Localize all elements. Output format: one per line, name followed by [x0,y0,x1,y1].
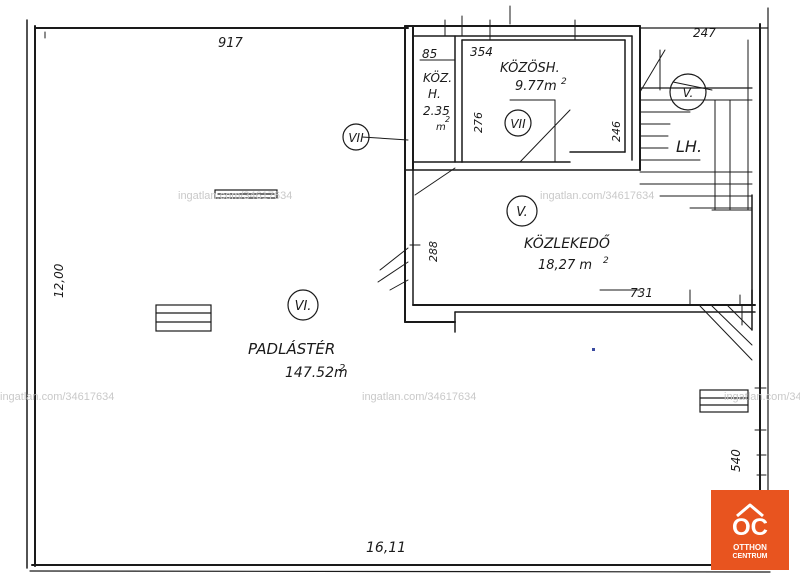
house-roof-icon [736,503,764,518]
room-vi-id: VI. [295,299,312,314]
dim-246: 246 [610,121,623,142]
watermark-text: ingatlan.com/34617634 [724,391,800,403]
dim-540: 540 [729,449,743,472]
dim-276: 276 [472,112,485,133]
room-vii-area: 9.77m [515,79,557,94]
room-vii-marker [504,109,532,137]
room-v-area-unit: 2 [603,256,609,266]
room-koz-name: KÖZ. [423,69,452,85]
room-vii-area-unit: 2 [561,77,567,87]
dim-bottom: 16,11 [366,540,406,556]
staircase [639,39,753,361]
room-koz-unit: m [436,122,446,133]
watermark-text: ingatlan.com/34617634 [0,391,114,403]
corridor-walls [377,169,756,333]
dim-top-right: 247 [693,26,716,40]
dim-731: 731 [630,286,653,300]
room-vii-left-marker [342,123,370,151]
outer-walls [26,5,771,573]
room-vi-marker [287,289,319,321]
room-v-id: V. [516,205,528,220]
logo-line-2: CENTRUM [732,553,768,560]
room-v-area: 18,27 m [538,258,592,273]
stair-marker [669,73,707,111]
room-vii-left-id: VII [348,131,364,145]
logo-line-1: OTTHON [733,543,767,552]
watermarks: ingatlan.com/34617634 ingatlan.com/34617… [0,190,800,403]
stray-mark [592,348,595,351]
room-koz-unit-sup: 2 [445,115,450,124]
watermark-text: ingatlan.com/34617634 [362,391,476,403]
room-vi-area: 147.52m [285,365,348,381]
room-v-name: KÖZLEKEDŐ [524,234,610,252]
room-vii-id: VII [510,117,526,131]
dim-85: 85 [422,47,437,61]
roof-windows [155,189,749,413]
stair-id: V. [683,86,694,100]
room-koz-h: H. [428,87,441,101]
dim-1200: 12,00 [52,263,66,298]
logo-mark: OC [732,514,768,541]
service-rooms-walls [361,15,641,196]
dimension-marks [44,31,767,476]
watermark-text: ingatlan.com/34617634 [540,190,654,202]
otthon-centrum-logo: OC OTTHON CENTRUM [711,490,789,570]
dim-354: 354 [470,45,493,59]
dim-288: 288 [427,241,440,262]
stair-label: LH. [676,137,702,156]
room-vi-name: PADLÁSTÉR [248,339,335,358]
room-vi-area-unit: 2 [339,363,345,374]
dim-top-left: 917 [218,36,244,51]
watermark-text: ingatlan.com/34617634 [178,190,292,202]
room-v-marker [506,195,538,227]
room-vii-name: KÖZÖSH. [500,59,560,76]
room-koz-area: 2.35 [423,104,450,118]
